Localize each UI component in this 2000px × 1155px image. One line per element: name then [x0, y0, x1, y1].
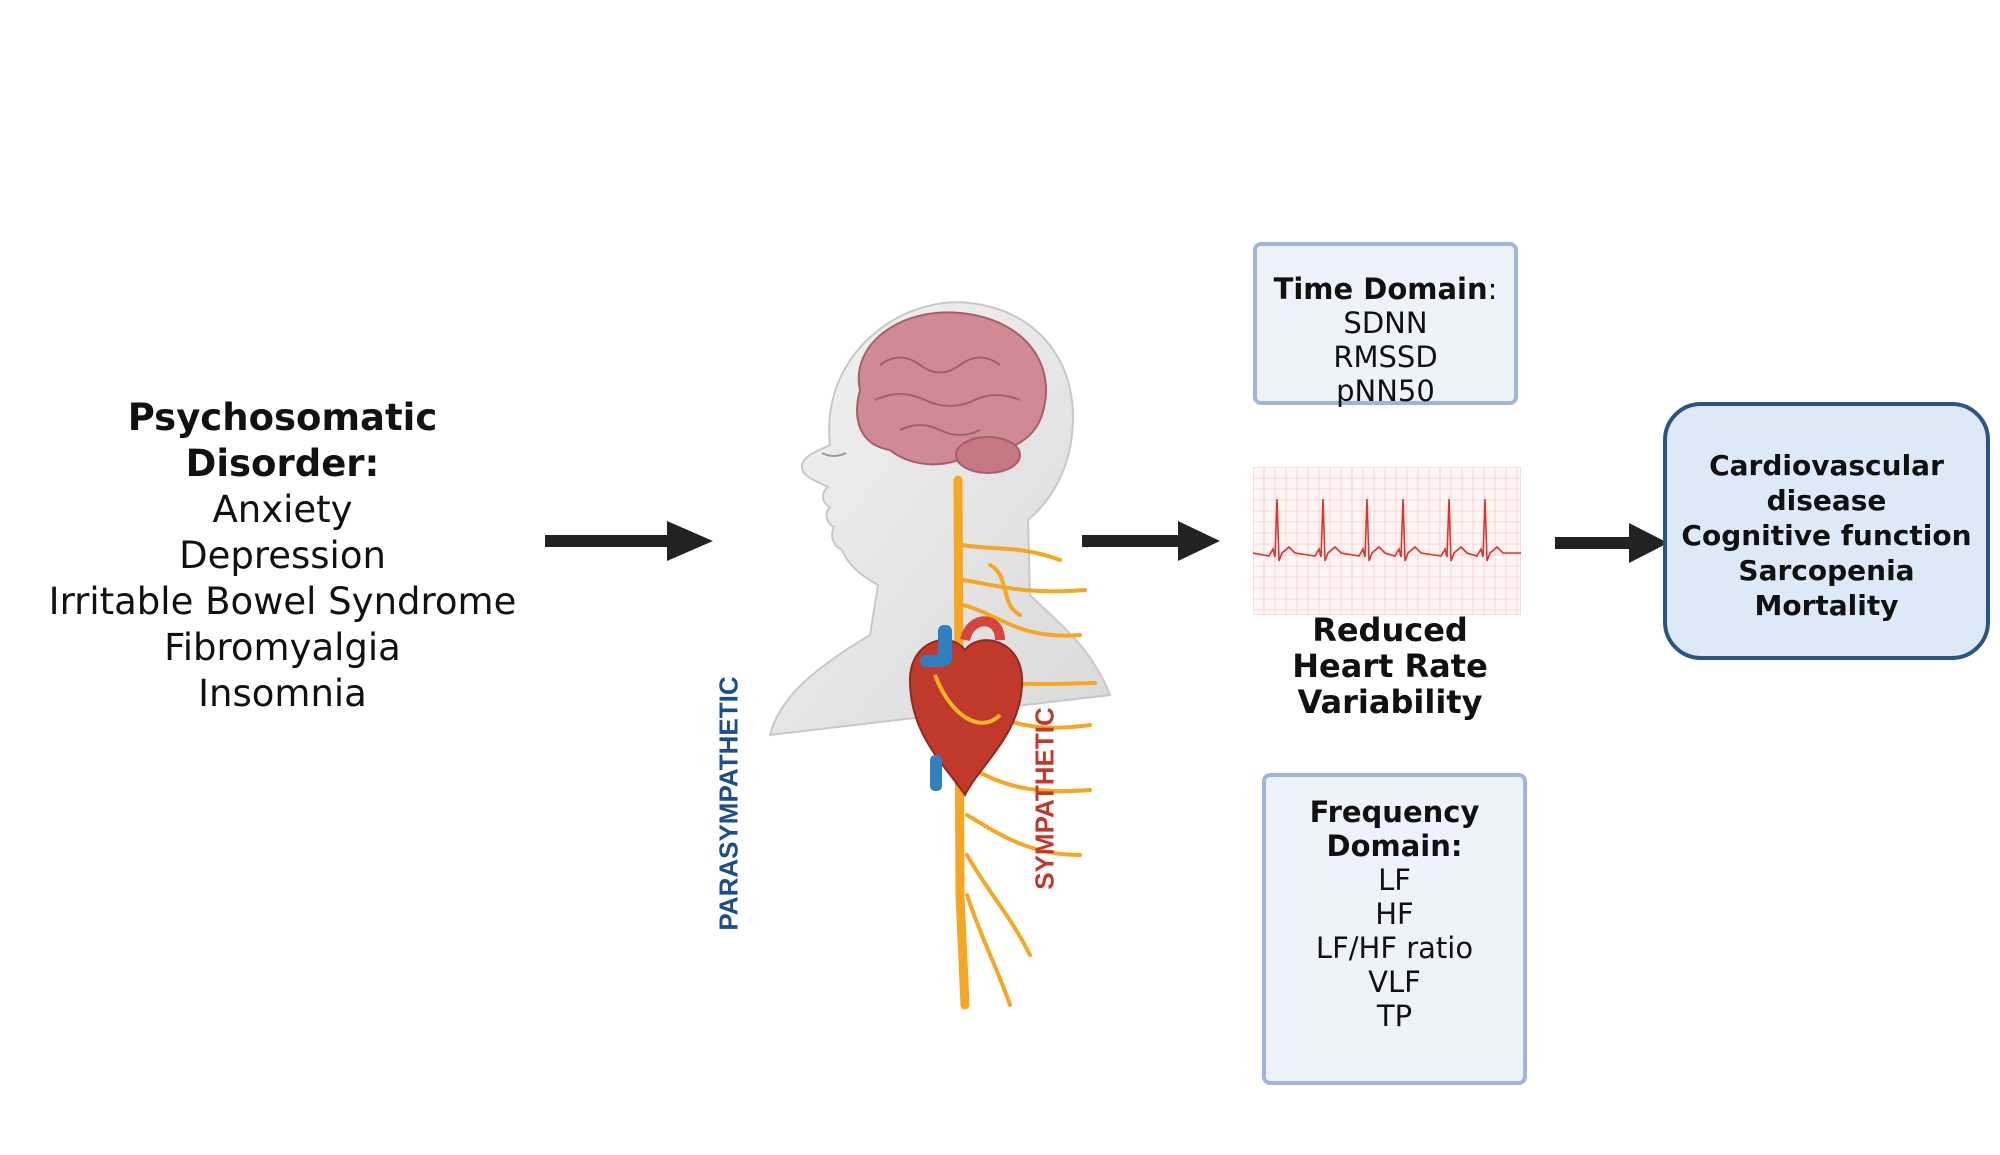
- time-domain-title: Time Domain: [1273, 272, 1488, 306]
- arrow-right-icon: [1082, 521, 1220, 561]
- ecg-strip-icon: [1253, 467, 1521, 615]
- outcome-item: disease: [1766, 484, 1887, 517]
- frequency-domain-item: LF/HF ratio: [1315, 931, 1474, 965]
- time-domain-item: SDNN: [1343, 306, 1428, 340]
- frequency-domain-box: Frequency Domain: LF HF LF/HF ratio VLF …: [1262, 773, 1527, 1085]
- outcome-item: Sarcopenia: [1738, 554, 1915, 587]
- frequency-domain-item: VLF: [1368, 965, 1421, 999]
- disorder-list: Psychosomatic Disorder: Anxiety Depressi…: [30, 395, 535, 717]
- outcome-item: Cognitive function: [1681, 519, 1972, 552]
- parasympathetic-label: PARASYMPATHETIC: [713, 676, 744, 931]
- disorder-item: Anxiety: [212, 488, 353, 531]
- frequency-domain-item: LF: [1378, 863, 1411, 897]
- disorder-item: Depression: [179, 534, 386, 577]
- arrow-right-icon: [545, 521, 713, 561]
- time-domain-colon: :: [1487, 272, 1498, 306]
- disorder-item: Fibromyalgia: [164, 626, 401, 669]
- disorder-title: Psychosomatic Disorder:: [127, 396, 438, 485]
- heart-icon: [908, 616, 1024, 797]
- brain-icon: [856, 311, 1047, 474]
- hrv-caption-line: Heart Rate: [1292, 647, 1488, 685]
- hrv-caption: Reduced Heart Rate Variability: [1240, 612, 1540, 720]
- outcomes-box: Cardiovascular disease Cognitive functio…: [1663, 402, 1990, 660]
- outcome-item: Cardiovascular: [1709, 449, 1944, 482]
- time-domain-heading: Time Domain:: [1257, 272, 1514, 306]
- sympathetic-label: SYMPATHETIC: [1029, 707, 1060, 890]
- time-domain-item: pNN50: [1336, 374, 1435, 408]
- frequency-domain-item: HF: [1375, 897, 1414, 931]
- frequency-domain-item: TP: [1376, 999, 1413, 1033]
- frequency-domain-title: Domain:: [1326, 829, 1463, 863]
- arrow-right-icon: [1555, 523, 1668, 563]
- human-head-icon: [768, 301, 1112, 1010]
- hrv-caption-line: Reduced: [1312, 611, 1468, 649]
- time-domain-box: Time Domain: SDNN RMSSD pNN50: [1253, 242, 1518, 408]
- disorder-item: Insomnia: [198, 672, 367, 715]
- frequency-domain-title: Frequency: [1309, 795, 1480, 829]
- time-domain-item: RMSSD: [1333, 340, 1438, 374]
- hrv-caption-line: Variability: [1297, 683, 1483, 721]
- disorder-item: Irritable Bowel Syndrome: [48, 580, 517, 623]
- outcome-item: Mortality: [1754, 589, 1899, 622]
